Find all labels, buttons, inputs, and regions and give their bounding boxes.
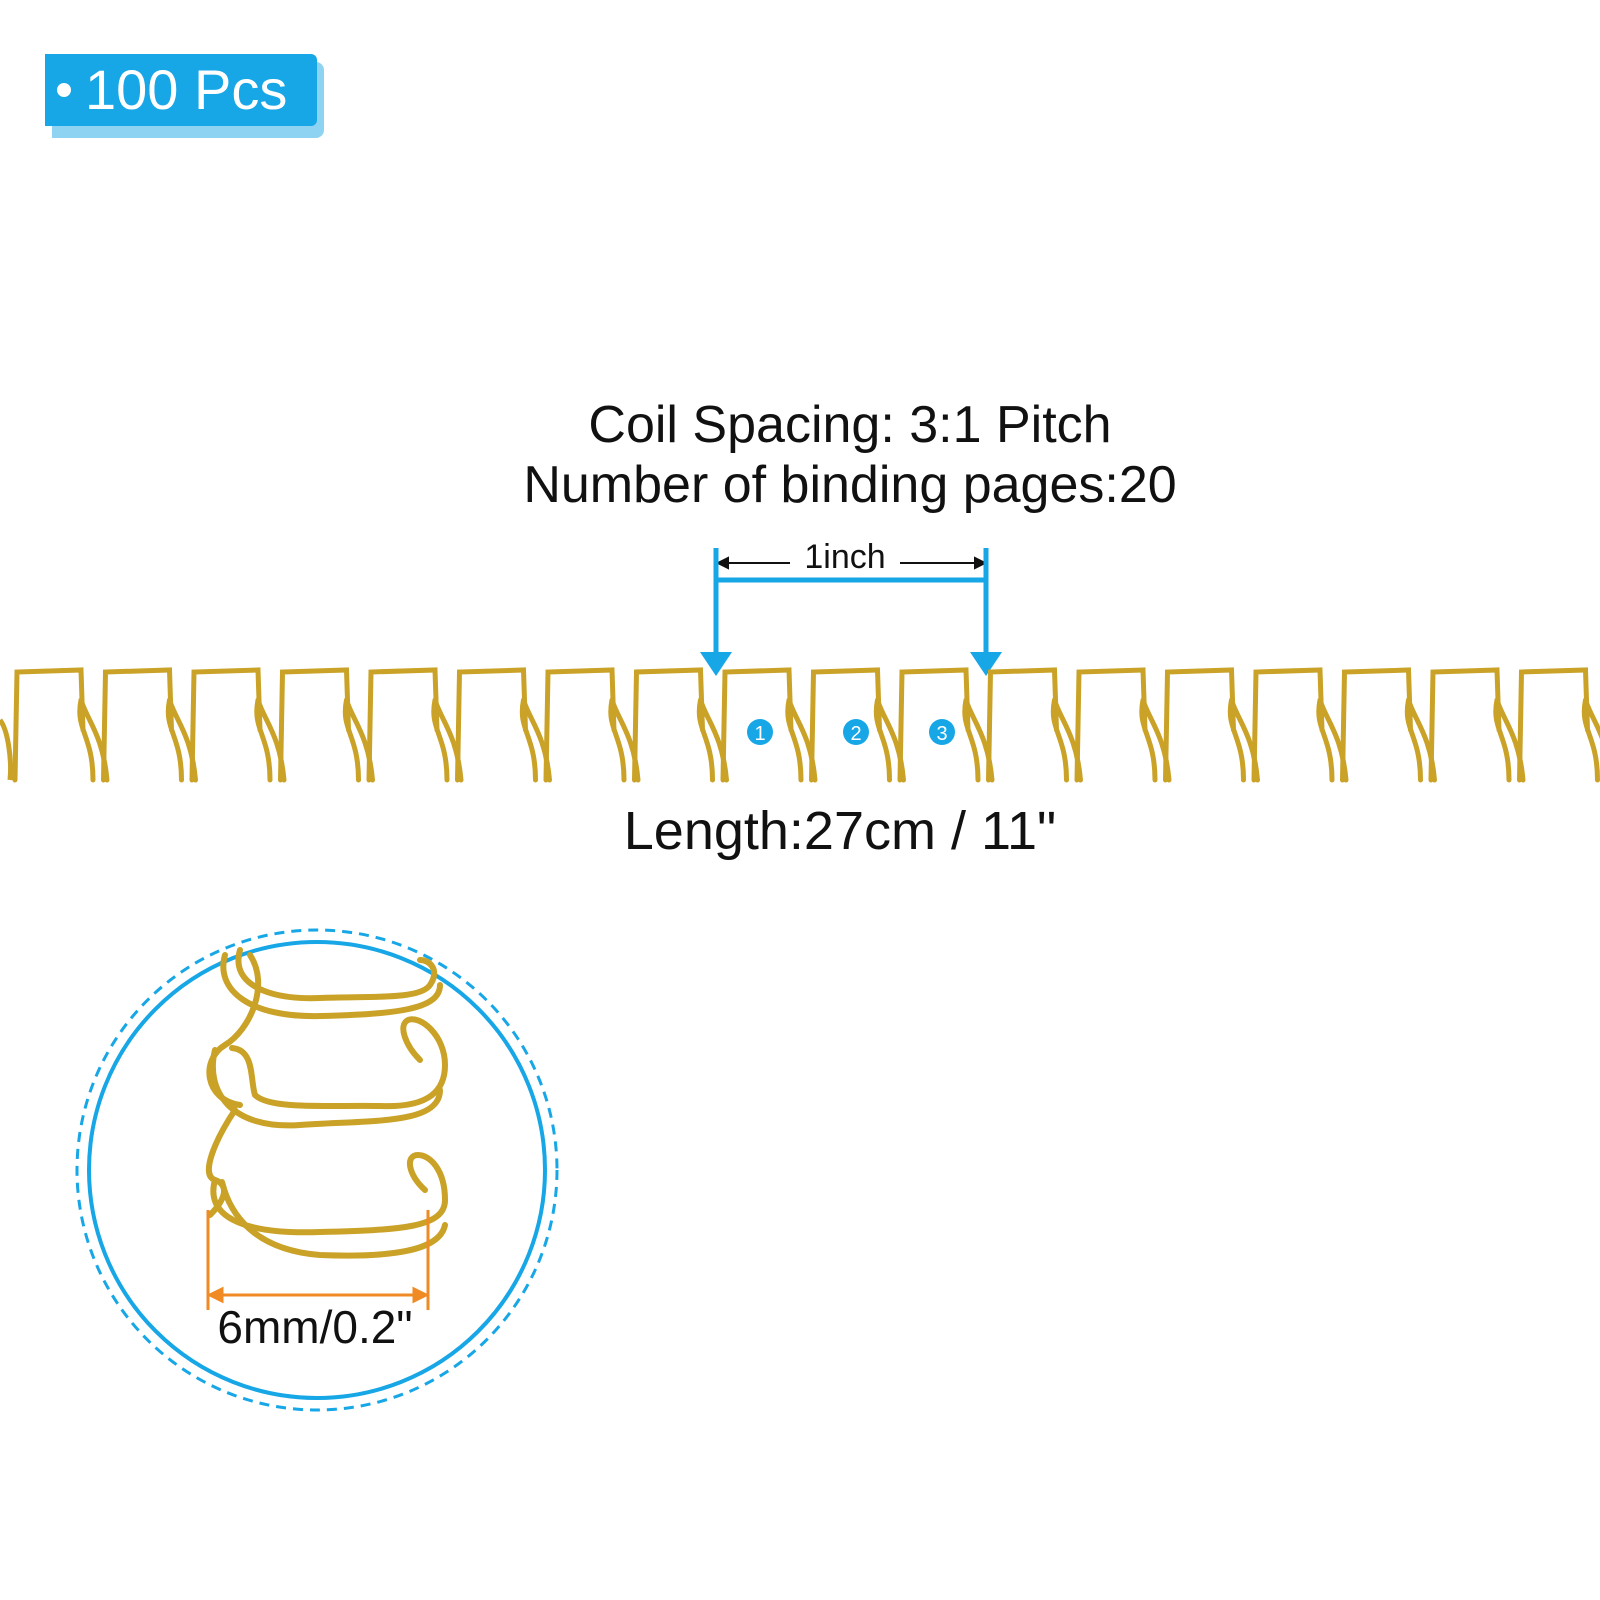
- detail-magnifier: [75, 928, 559, 1412]
- wire-loop: [189, 667, 287, 783]
- diameter-label: 6mm/0.2": [217, 1301, 413, 1353]
- marker-circle: [929, 719, 955, 745]
- wire-loop: [278, 667, 375, 783]
- loop-count-markers: 1 2 3: [747, 719, 955, 745]
- wire-loop: [1163, 667, 1260, 783]
- twin-loop-wire-strip: [0, 667, 1600, 783]
- wire-loop: [12, 667, 110, 783]
- wire-loop: [1074, 667, 1172, 783]
- quantity-badge: 100 Pcs: [45, 54, 317, 126]
- wire-loop: [366, 667, 464, 783]
- binding-pages-label: Number of binding pages:20: [523, 456, 1177, 514]
- wire-loop: [101, 667, 198, 783]
- pitch-bracket: [713, 548, 989, 660]
- coil-spacing-label: Coil Spacing: 3:1 Pitch: [588, 396, 1112, 454]
- pitch-arrowheads: [700, 652, 1002, 676]
- wire-loop: [455, 667, 552, 783]
- diameter-dimension: [206, 1210, 430, 1310]
- inch-dimension-line: [715, 556, 988, 570]
- one-inch-label: 1inch: [795, 538, 895, 577]
- wire-loop: [543, 667, 641, 783]
- marker-circle: [843, 719, 869, 745]
- wire-loop: [1251, 667, 1349, 783]
- wire-loop-end: [0, 718, 13, 781]
- wire-loop: [986, 667, 1083, 783]
- wire-loop: [1428, 667, 1526, 783]
- marker-number: 1: [754, 723, 765, 745]
- quantity-text: 100 Pcs: [85, 58, 288, 121]
- length-label: Length:27cm / 11": [623, 801, 1057, 861]
- marker-number: 3: [936, 723, 947, 745]
- bullet-dot: [57, 83, 71, 97]
- wire-loop: [1340, 667, 1437, 783]
- marker-number: 2: [850, 723, 861, 745]
- wire-loop: [1517, 667, 1600, 783]
- wire-loop-closeup: [205, 947, 449, 1259]
- marker-circle: [747, 719, 773, 745]
- wire-loop: [632, 667, 729, 783]
